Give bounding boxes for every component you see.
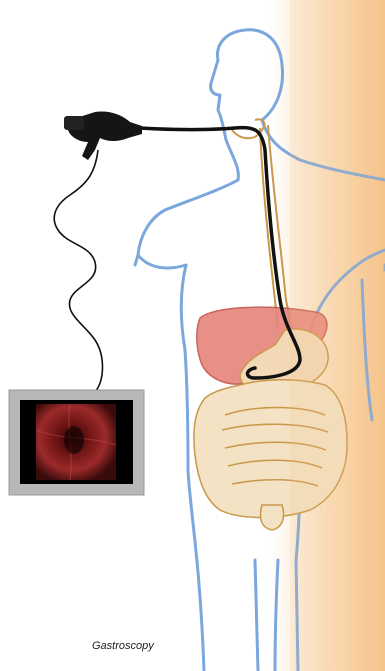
monitor-cable <box>54 150 102 392</box>
shoulder-outline <box>138 255 186 268</box>
rectum <box>260 505 283 530</box>
caption: Gastroscopy <box>92 640 154 652</box>
endoscope-handle-icon <box>64 112 142 160</box>
background-gradient-overlay <box>290 0 385 671</box>
monitor-icon <box>9 390 144 495</box>
